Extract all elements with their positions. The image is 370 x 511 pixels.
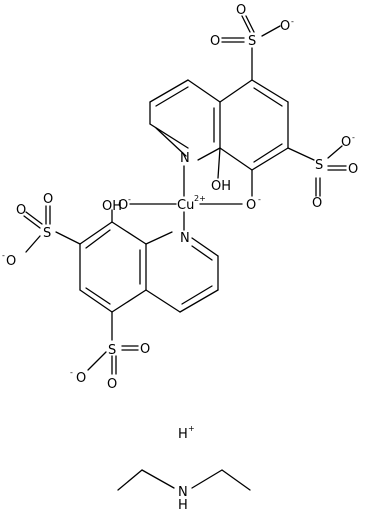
sulfonate-bottom-upper-o2: O (16, 203, 26, 218)
sulfonate-bottom-upper-s: S (43, 226, 51, 241)
bond (245, 15, 255, 33)
sulfonate-bottom-lower-o3: O (76, 371, 86, 386)
bond (191, 237, 219, 257)
hydroxyl-bottom: OH (102, 199, 122, 214)
sulfonate-top-upper-o3: O (280, 19, 290, 34)
ligand-top (149, 15, 347, 197)
bond (253, 87, 283, 107)
sulfonate-bottom-upper-o1: O (43, 192, 53, 207)
bond (191, 245, 213, 261)
bond (251, 79, 289, 103)
bond (187, 79, 221, 103)
bond (179, 289, 219, 313)
proton-symbol: H (178, 427, 188, 442)
bond (181, 285, 213, 305)
sulfonate-top-right-charge: - (352, 133, 355, 142)
sulfonate-bottom-upper-o3: O (6, 254, 16, 269)
sulfonate-bottom-lower-charge: - (70, 368, 73, 377)
bond (111, 289, 147, 313)
hydroxyl-top: OH (211, 179, 231, 194)
bond (79, 289, 113, 313)
proton-charge: + (188, 424, 195, 433)
bond (219, 79, 253, 103)
ring-nitrogen-top: N (180, 151, 190, 166)
sulfonate-bottom-upper-charge: - (2, 251, 5, 260)
bond (221, 469, 251, 491)
bond (85, 287, 111, 305)
bond (111, 221, 147, 245)
sulfonate-top-right-o3: O (341, 135, 351, 150)
phenolate-oxygen-bottom: O (118, 198, 128, 213)
phenolate-charge-bottom: - (128, 195, 131, 204)
bond (149, 79, 189, 103)
bond (85, 229, 111, 249)
amine-hydrogen: H (178, 498, 188, 511)
bond (155, 127, 187, 157)
bond (219, 147, 253, 171)
copper-symbol: Cu (177, 198, 194, 213)
amine-nitrogen: N (178, 485, 188, 500)
sulfonate-bottom-lower-s: S (108, 343, 116, 358)
sulfonate-top-upper-charge: - (291, 17, 294, 26)
bond (253, 143, 283, 163)
sulfonate-top-upper-o2: O (236, 3, 246, 18)
bond (25, 211, 43, 225)
ligand-bottom (23, 205, 219, 375)
bond (251, 147, 289, 171)
sulfonate-top-upper-s: S (248, 34, 256, 49)
sulfonate-top-right-o1: O (312, 196, 322, 211)
bond (141, 469, 175, 489)
bond (217, 147, 221, 179)
sulfonate-top-upper-o1: O (210, 34, 220, 49)
bond (191, 469, 223, 489)
bond (55, 231, 81, 245)
phenolate-charge-top: - (258, 195, 261, 204)
sulfonate-top-right-o2: O (348, 162, 358, 177)
bond (261, 25, 281, 37)
bond (25, 235, 41, 253)
bond (23, 215, 41, 229)
diethylamine (117, 469, 251, 491)
bond (79, 221, 113, 245)
sulfonate-top-right-s: S (315, 158, 323, 173)
phenolate-oxygen-top: O (246, 198, 256, 213)
bond (197, 147, 221, 161)
sulfonate-bottom-lower-o1: O (107, 377, 117, 392)
bond (87, 351, 107, 371)
bond (241, 15, 251, 33)
bond (145, 289, 181, 313)
sulfonate-bottom-lower-o2: O (140, 342, 150, 357)
copper-charge: 2+ (194, 194, 206, 203)
bond (327, 145, 343, 159)
bond (117, 469, 143, 491)
bond (287, 147, 315, 161)
ring-nitrogen-bottom: N (180, 231, 190, 246)
bond (145, 231, 173, 245)
bond (155, 86, 189, 107)
